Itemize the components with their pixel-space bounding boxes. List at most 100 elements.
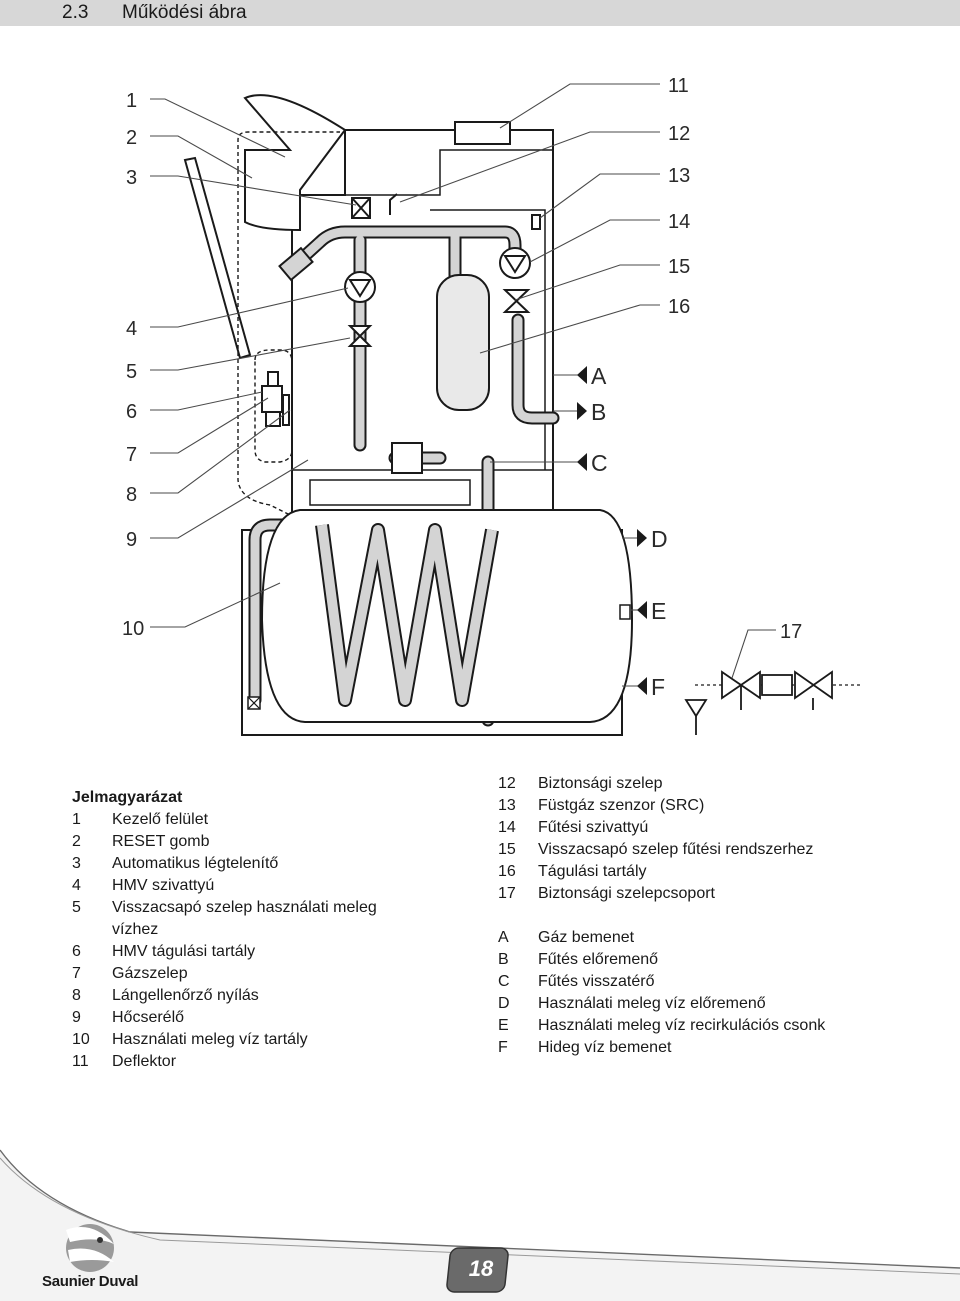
legend-key: 2 [72,833,81,850]
legend-item: 16 Tágulási tartály [498,861,898,883]
callout-5: 5 [126,361,137,383]
legend-text: Gázszelep [112,965,188,982]
section-title: Működési ábra [122,2,247,23]
callout-4: 4 [126,318,137,340]
legend-key: 3 [72,855,81,872]
legend-item: 10 Használati meleg víz tartály [72,1029,402,1051]
legend-text: Füstgáz szenzor (SRC) [538,797,705,814]
legend-text: Biztonsági szelep [538,775,663,792]
callout-9: 9 [126,529,137,551]
brand-logo-icon [66,1224,114,1272]
legend-key: 15 [498,841,516,858]
legend-key: 10 [72,1031,90,1048]
port-d: D [651,526,668,552]
legend-item: C Fűtés visszatérő [498,971,898,993]
legend-key: 4 [72,877,81,894]
legend-key: 12 [498,775,516,792]
gas-valve [261,385,283,413]
deflector [454,121,511,145]
legend-text: Visszacsapó szelep használati meleg vízh… [112,899,377,938]
legend-text: Visszacsapó szelep fűtési rendszerhez [538,841,814,858]
callout-15: 15 [668,256,690,278]
callout-2: 2 [126,127,137,149]
legend-key: 11 [72,1053,89,1070]
expansion-tank [436,274,490,411]
legend-text: Fűtés visszatérő [538,973,655,990]
legend-text: HMV szivattyú [112,877,215,894]
section-header: 2.3 Működési ábra [0,0,960,26]
legend-text: Deflektor [112,1053,177,1070]
page-number: 18 [468,1256,494,1281]
legend-key: 16 [498,863,516,880]
legend-item: F Hideg víz bemenet [498,1037,898,1059]
dashed-wiring [237,131,340,170]
boiler-diagram: 1 2 3 4 5 6 7 8 9 10 11 12 13 14 15 16 1… [122,75,860,736]
legend-text: Használati meleg víz recirkulációs csonk [538,1017,826,1034]
legend-title: Jelmagyarázat [72,789,183,806]
legend-key: 13 [498,797,516,814]
safety-valve-group [684,670,860,735]
brand-name: Saunier Duval [42,1273,139,1290]
footer-swoosh [0,1149,960,1301]
legend-key: 7 [72,965,81,982]
heating-check-valve [502,289,531,313]
legend-text: HMV tágulási tartály [112,943,256,960]
port-a: A [591,363,607,389]
legend-item: 2 RESET gomb [72,831,402,853]
legend-text: Hőcserélő [112,1009,185,1026]
legend-item: 15 Visszacsapó szelep fűtési rendszerhez [498,839,898,861]
legend-item: E Használati meleg víz recirkulációs cson… [498,1015,898,1037]
legend-item: 12 Biztonsági szelep [498,773,898,795]
legend-item: 7 Gázszelep [72,963,402,985]
legend-text: Hideg víz bemenet [538,1039,672,1056]
legend-text: Automatikus légtelenítő [112,855,279,872]
legend-text: Kezelő felület [112,811,209,828]
legend-item: A Gáz bemenet [498,927,898,949]
legend-text: Használati meleg víz tartály [112,1031,308,1048]
legend-key: A [498,929,509,946]
legend-key: 14 [498,819,516,836]
legend-key: 6 [72,943,81,960]
legend-key: E [498,1017,509,1034]
callout-1: 1 [126,90,137,112]
callout-16: 16 [668,296,690,318]
legend-text: Használati meleg víz előremenő [538,995,766,1012]
legend-text: Fűtési szivattyú [538,819,649,836]
front-panel [183,156,252,360]
callout-11: 11 [668,75,689,97]
legend-item: 4 HMV szivattyú [72,875,402,897]
port-b: B [591,399,606,425]
callout-17: 17 [780,621,802,643]
legend-text: Fűtés előremenő [538,951,659,968]
legend-key: D [498,995,510,1012]
callout-6: 6 [126,401,137,423]
legend-right: 12 Biztonsági szelep 13 Füstgáz szenzor (SR… [498,773,898,1059]
legend-text: Lángellenőrző nyílás [112,987,259,1004]
callout-14: 14 [668,211,690,233]
control-panel-hood [243,94,347,232]
legend-item: 3 Automatikus légtelenítő [72,853,402,875]
callout-8: 8 [126,484,137,506]
flue-sensor [389,193,398,215]
legend-key: 9 [72,1009,81,1026]
legend-text: Tágulási tartály [538,863,647,880]
callout-7: 7 [126,444,137,466]
legend-item: 14 Fűtési szivattyú [498,817,898,839]
dhw-check-valve [347,325,373,347]
callout-12: 12 [668,123,690,145]
callout-13: 13 [668,165,690,187]
legend-text: Gáz bemenet [538,929,635,946]
legend-key: C [498,973,510,990]
legend-text: RESET gomb [112,833,210,850]
legend-item: D Használati meleg víz előremenő [498,993,898,1015]
port-f: F [651,674,665,700]
legend-item: 9 Hőcserélő [72,1007,402,1029]
section-number: 2.3 [62,2,89,23]
legend-key: F [498,1039,508,1056]
